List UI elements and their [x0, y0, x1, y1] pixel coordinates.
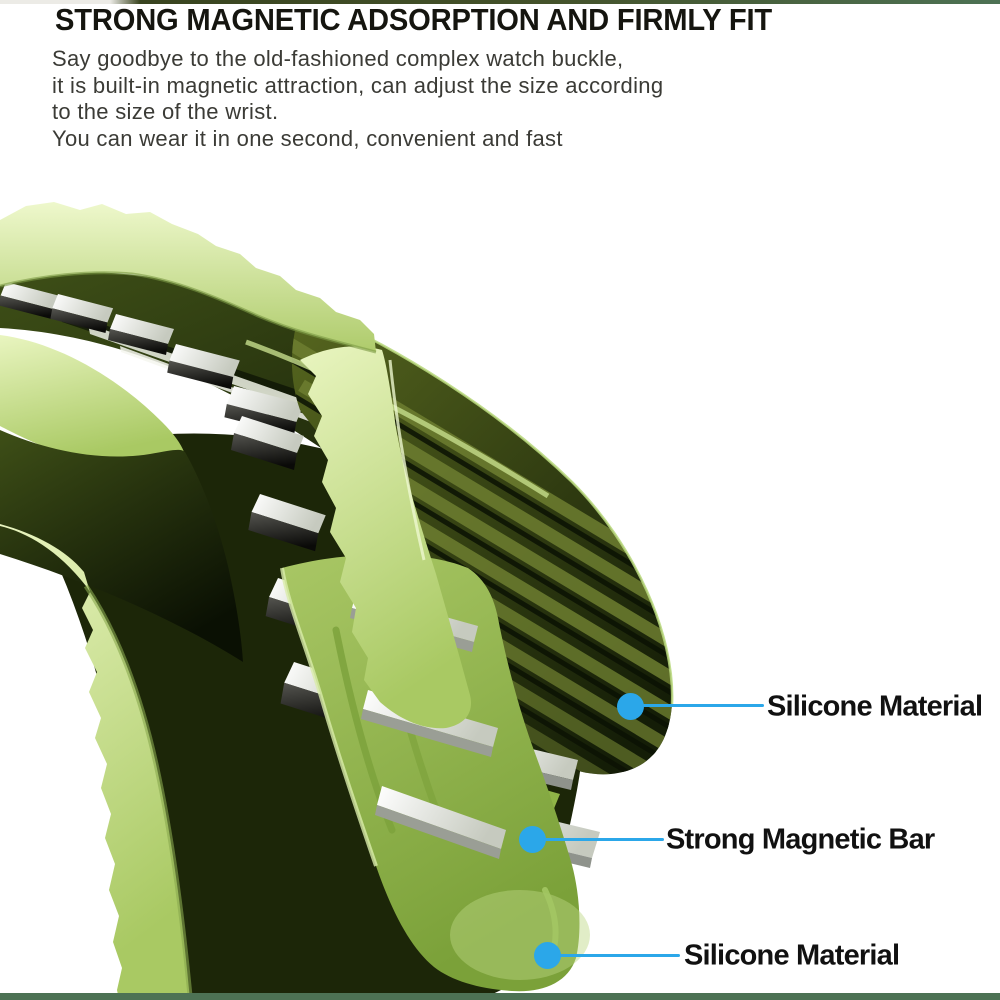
- callout-label: Strong Magnetic Bar: [666, 823, 935, 856]
- callout-line: [543, 838, 664, 841]
- callout-dot: [519, 826, 546, 853]
- watch-strap-illustration: [0, 202, 674, 1000]
- callout-dot: [534, 942, 561, 969]
- description-line: Say goodbye to the old-fashioned complex…: [52, 46, 624, 71]
- product-figure: [0, 190, 1000, 1000]
- callout-label: Silicone Material: [684, 939, 900, 972]
- description-line: it is built-in magnetic attraction, can …: [52, 72, 664, 98]
- description-line: to the size of the wrist.: [52, 99, 279, 124]
- strap-rim-light: [301, 304, 674, 705]
- callout-line: [640, 704, 764, 707]
- product-description: Say goodbye to the old-fashioned complex…: [52, 46, 812, 152]
- callout-label: Silicone Material: [767, 690, 983, 723]
- left-coil: [0, 335, 243, 1000]
- left-jagged-strap: [0, 524, 190, 1000]
- top-border-strip: [0, 0, 1000, 4]
- pale-arch-strap: [0, 202, 377, 354]
- callout-dot: [617, 693, 644, 720]
- bottom-border-strip: [0, 993, 1000, 1000]
- pale-sinuous-strap: [300, 346, 471, 729]
- callout-line: [558, 954, 680, 957]
- page-title: STRONG MAGNETIC ADSORPTION AND FIRMLY FI…: [55, 2, 773, 37]
- description-line: You can wear it in one second, convenien…: [52, 125, 563, 151]
